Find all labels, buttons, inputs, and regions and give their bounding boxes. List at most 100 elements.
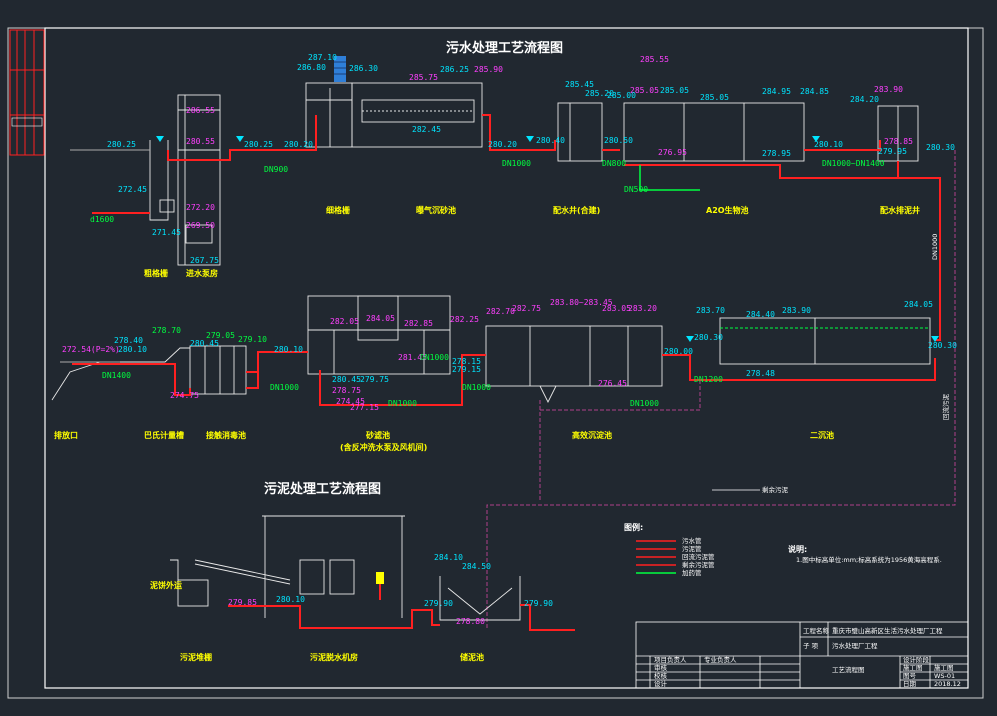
mid-elev-m24: 280.30: [928, 341, 957, 350]
mid-elev-m22: 280.30: [694, 333, 723, 342]
mid-elev-m2: 278.70: [152, 326, 181, 335]
sludge-elev-s2: 284.50: [462, 562, 491, 571]
mid-elev-m23: 280.00: [664, 347, 693, 356]
revision-strip: [9, 29, 45, 156]
mid-pipe-q5: DN1000: [630, 399, 659, 408]
mid-elev-m12: 282.25: [450, 315, 479, 324]
tb-right-label-2: 图号: [903, 672, 917, 680]
mid-pipe-q2: DN1000: [270, 383, 299, 392]
top-unit-u5: 配水排泥井: [880, 205, 920, 215]
mid-elev-m29: 278.75: [332, 386, 361, 395]
top-elev-t10: 285.05: [630, 86, 659, 95]
top-elev-t11: 285.05: [660, 86, 689, 95]
mid-pipe-q3: DN1000: [388, 399, 417, 408]
mid-elev-m13: 282.70: [486, 307, 515, 316]
top-elev-t12: 285.00: [607, 91, 636, 100]
top-elev-t22: 280.20: [284, 140, 313, 149]
legend: 图例: 污水管 污泥管 回流污泥管 剩余污泥管 加药管: [624, 522, 715, 577]
top-unit-u3: 配水井(合建): [553, 205, 600, 215]
top-pipe: [92, 114, 941, 341]
top-elev-t32: 272.20: [186, 203, 215, 212]
top-elev-t8: 285.45: [565, 80, 594, 89]
top-unit-u4: A2O生物池: [706, 205, 749, 215]
mid-elev-m20: 283.90: [782, 306, 811, 315]
mid-elev-m1: 272.54(P=2%): [62, 345, 120, 354]
top-elev-t29: 276.95: [658, 148, 687, 157]
top-elev-t2: 286.80: [297, 63, 326, 72]
tb-row-0-c: 专业负责人: [704, 655, 737, 664]
tb-right-label-1: 施工图: [903, 663, 923, 672]
top-unit-u2: 曝气沉砂池: [416, 205, 456, 215]
mid-elev-m3: 278.40: [114, 336, 143, 345]
tb-right-value-0: 施工图: [934, 663, 954, 672]
sludge-elev-s5: 279.90: [424, 599, 453, 608]
top-elev-t35: 267.75: [190, 256, 219, 265]
tb-drawing-name: 工艺流程图: [832, 665, 865, 674]
mid-pipe-labels: DN1400DN1000DN1000DN1000DN1000DN1200DN10…: [102, 353, 723, 408]
top-elev-t7: 286.55: [186, 106, 215, 115]
tb-right-label-3: 日期: [903, 680, 917, 688]
mid-elev-m18: 283.70: [696, 306, 725, 315]
top-elev-t19: 280.25: [107, 140, 136, 149]
top-elev-t21: 280.25: [244, 140, 273, 149]
sludge-unit-w2: 污泥脱水机房: [310, 652, 358, 662]
side-return-label: 回流污泥: [941, 394, 950, 421]
mid-elev-m16: 283.05: [602, 304, 631, 313]
mid-unit-labels: 排放口巴氏计量槽接触消毒池砂滤池(含反冲洗水泵及风机间)高效沉淀池二沉池: [54, 430, 834, 452]
legend-item-1: 污泥管: [682, 544, 702, 553]
sludge-title: 污泥处理工艺流程图: [264, 481, 381, 497]
screen-machine-icon: [334, 56, 346, 82]
top-elev-t1: 287.10: [308, 53, 337, 62]
top-elev-t28: 279.95: [878, 147, 907, 156]
top-elev-t5: 285.90: [474, 65, 503, 74]
mid-unit-v4: 砂滤池: [365, 430, 390, 440]
mid-elev-m34: 274.45: [336, 397, 365, 406]
mid-unit-v7: 二沉池: [810, 430, 834, 440]
mid-pipe-q7: DN1000: [420, 353, 449, 362]
mid-elev-m35: 281.45: [398, 353, 427, 362]
mid-elev-m33: 274.75: [170, 391, 199, 400]
top-elev-t17: 283.90: [874, 85, 903, 94]
mid-elev-m7: 279.10: [238, 335, 267, 344]
mid-elev-m31: 276.45: [598, 379, 627, 388]
top-pipe-p3: DN800: [602, 159, 626, 168]
mid-elev-m32: 278.48: [746, 369, 775, 378]
sludge-unit-labels: 污泥堆棚污泥脱水机房储泥池泥饼外运: [150, 580, 484, 662]
mid-elev-m15: 283.80~283.45: [550, 298, 613, 307]
mid-elev-m21: 284.05: [904, 300, 933, 309]
tb-right-value-2: 2018.12: [934, 680, 961, 688]
sludge-elev-s6: 279.90: [524, 599, 553, 608]
top-elev-t18: 282.45: [412, 125, 441, 134]
mid-elev-m8: 280.10: [274, 345, 303, 354]
sludge-structures: [170, 515, 521, 621]
dosing-line: [639, 165, 700, 191]
mid-unit-v3: 接触消毒池: [206, 430, 246, 440]
legend-item-2: 回流污泥管: [682, 552, 715, 561]
mid-elev-m14: 282.75: [512, 304, 541, 313]
top-pipe-p1: DN900: [264, 165, 288, 174]
mid-unit-v2: 巴氏计量槽: [144, 430, 184, 440]
mid-pipe-q1: DN1400: [102, 371, 131, 380]
mid-elev-m28: 279.75: [360, 375, 389, 384]
sludge-unit-w3: 储泥池: [459, 652, 484, 662]
top-elev-t27: 280.30: [926, 143, 955, 152]
sludge-unit-w1: 污泥堆棚: [180, 652, 212, 662]
sludge-elev-s4: 280.10: [276, 595, 305, 604]
top-unit-u1: 细格栅: [326, 205, 350, 215]
sludge-elev-s7: 278.80: [456, 617, 485, 626]
top-elev-t9: 285.20: [585, 89, 614, 98]
side-dn-label: DN1000: [931, 234, 939, 260]
top-elev-t30: 278.95: [762, 149, 791, 158]
legend-title: 图例:: [624, 522, 643, 532]
sludge-elev-s3: 279.85: [228, 598, 257, 607]
mid-pipe-q6: DN1200: [694, 375, 723, 384]
top-elev-t16: 284.20: [850, 95, 879, 104]
mid-elev-m6: 279.05: [206, 331, 235, 340]
mid-elev-m17: 283.20: [628, 304, 657, 313]
top-unit-u7: 进水泵房: [186, 268, 218, 278]
top-elev-t34: 271.45: [152, 228, 181, 237]
tb-row-3-b: 设计: [654, 679, 668, 688]
